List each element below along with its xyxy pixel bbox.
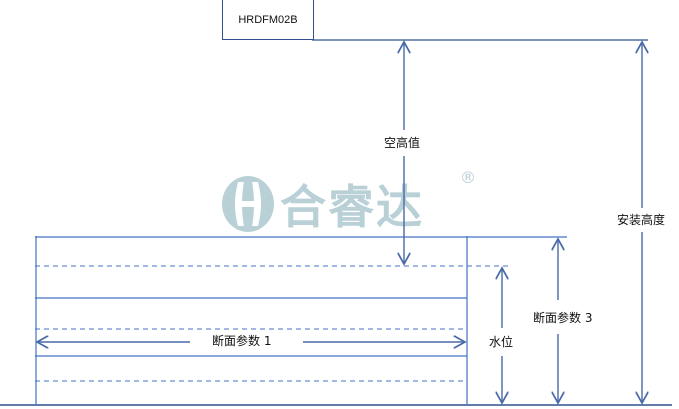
install-height-label: 安装高度 bbox=[614, 212, 669, 228]
registered-mark: ® bbox=[460, 168, 476, 187]
water-level-label: 水位 bbox=[486, 334, 517, 350]
section-param-1-label: 断面参数 1 bbox=[209, 333, 275, 349]
device-box: HRDFM02B bbox=[222, 0, 314, 40]
watermark-logo: 合睿达 ® bbox=[220, 168, 476, 234]
air-gap-label: 空高值 bbox=[381, 135, 424, 151]
logo-h-circle-icon bbox=[222, 176, 274, 232]
section-param-3-label: 断面参数 3 bbox=[530, 310, 596, 326]
device-label: HRDFM02B bbox=[238, 13, 298, 26]
watermark-text: 合睿达 bbox=[280, 180, 424, 234]
